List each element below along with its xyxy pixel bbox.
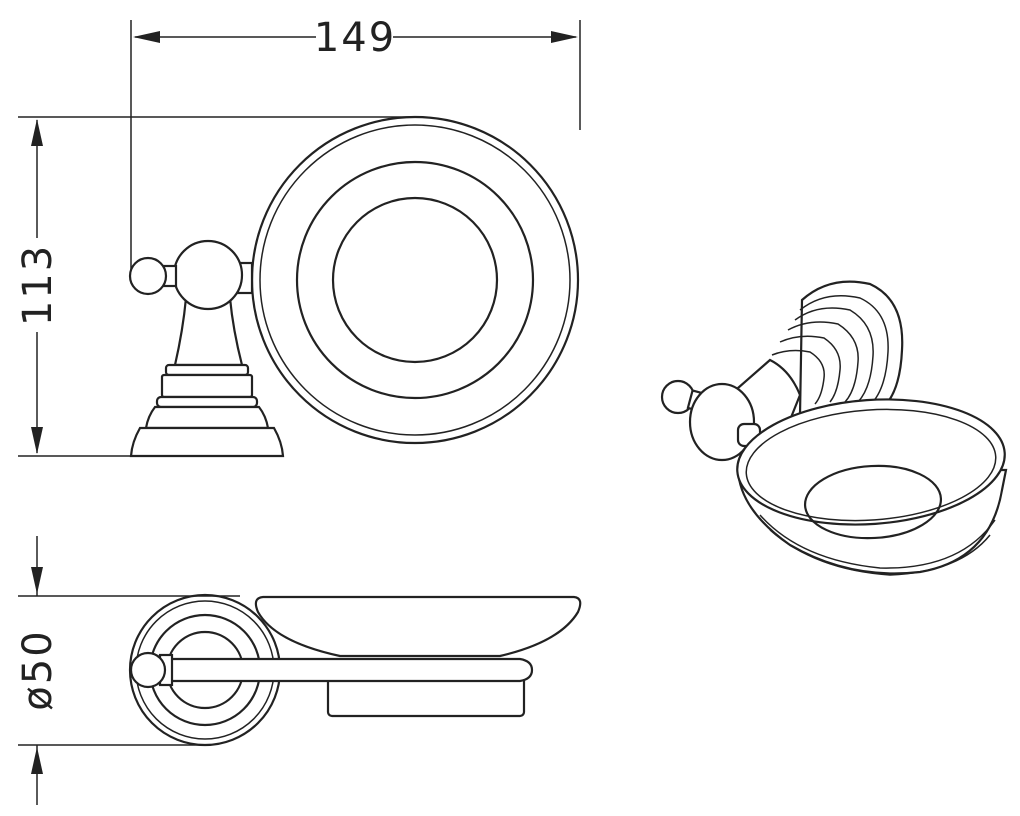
isometric-view xyxy=(660,280,1008,576)
diameter-arrow-bottom xyxy=(31,747,43,774)
knob-end-ball xyxy=(128,256,168,296)
width-arrow-right xyxy=(551,31,578,43)
iso-dish-band-1 xyxy=(759,514,996,569)
height-label: 113 xyxy=(15,244,61,326)
rosette-ring-4 xyxy=(779,335,841,403)
iso-dish-inner-rim xyxy=(745,408,997,522)
rosette-ring-1 xyxy=(799,295,889,406)
dish-inner-rim xyxy=(259,124,571,436)
rosette-ring-3 xyxy=(787,321,859,403)
rosette-outer xyxy=(798,280,904,417)
iso-dish-rim xyxy=(736,398,1006,526)
height-dimension: 113 xyxy=(15,116,415,457)
mount-base xyxy=(129,426,285,458)
top-knob-ball xyxy=(129,651,167,689)
dish-center xyxy=(331,196,499,364)
mount-ring-1 xyxy=(164,363,250,377)
front-view xyxy=(128,115,580,458)
dish-outer-rim xyxy=(250,115,580,445)
diameter-arrow-top xyxy=(31,567,43,594)
rosette-ring-5 xyxy=(771,349,825,405)
rosette-ring-2 xyxy=(794,307,874,403)
support-arm xyxy=(158,657,534,683)
width-arrow-left xyxy=(133,31,160,43)
width-label: 149 xyxy=(314,15,396,61)
height-arrow-bottom xyxy=(31,427,43,454)
width-dimension: 149 xyxy=(130,15,581,270)
mount-knob xyxy=(172,239,244,311)
iso-dish-center xyxy=(803,464,943,540)
mount-ring-3 xyxy=(155,395,259,409)
dish-top-edge xyxy=(254,595,582,658)
dish-middle-ring xyxy=(295,160,535,400)
diameter-label: ø50 xyxy=(15,629,61,710)
height-arrow-top xyxy=(31,119,43,146)
mount-flare xyxy=(144,405,270,430)
top-view xyxy=(128,593,582,747)
mount-ring-2 xyxy=(160,373,254,399)
iso-dish-band-2 xyxy=(769,529,991,576)
wall-mount xyxy=(128,239,285,458)
